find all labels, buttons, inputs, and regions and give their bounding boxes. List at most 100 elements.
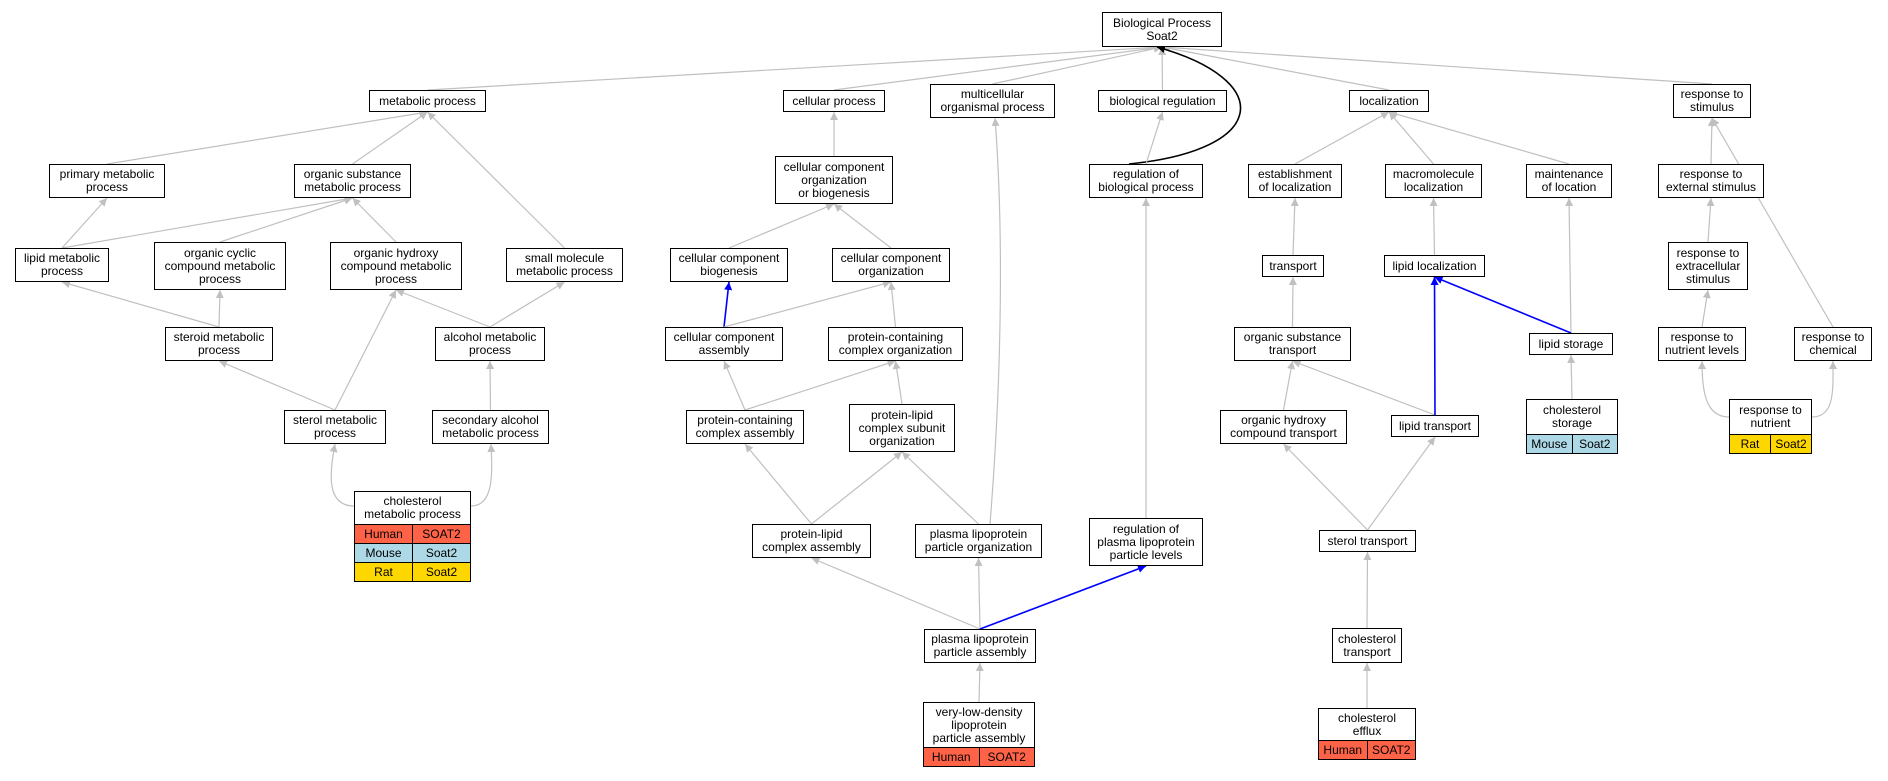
edge-response-extracellular-to-response-external (1706, 197, 1715, 243)
gene-symbol: Soat2 (412, 543, 471, 563)
edge-lipid-metabolic-to-primary-metabolic (61, 197, 108, 249)
edge-plp-organization-to-pl-subunit-org (901, 451, 979, 525)
go-term-label: very-low-density lipoprotein particle as… (932, 704, 1026, 745)
go-term-label: response to extracellular stimulus (1675, 245, 1741, 286)
edge-pl-complex-assembly-to-pl-subunit-org (811, 451, 903, 525)
edge-sterol-transport-to-organic-hydroxy-transport (1283, 443, 1368, 531)
edge-establishment-loc-to-localization (1294, 111, 1390, 165)
go-term-label: lipid metabolic process (23, 251, 101, 278)
edge-pl-complex-assembly-to-pc-complex-assembly (744, 443, 812, 525)
go-term-label: multicellular organismal process (940, 87, 1045, 114)
edge-cholesterol-storage-to-lipid-storage (1567, 354, 1576, 400)
go-term-vldl-assembly: very-low-density lipoprotein particle as… (923, 702, 1035, 748)
edge-cholesterol-metabolic-to-secondary-alcohol (470, 443, 496, 507)
go-term-label: localization (1359, 93, 1419, 108)
edge-lipid-storage-to-maintenance-loc (1565, 197, 1574, 334)
edge-plp-organization-to-multicellular (989, 117, 1002, 525)
species-name: Human (1318, 740, 1368, 760)
go-term-label: regulation of biological process (1098, 167, 1194, 194)
go-term-sterol-transport: sterol transport (1319, 530, 1416, 552)
go-term-label: small molecule metabolic process (516, 251, 613, 278)
edge-plp-assembly-to-reg-plasma-lp (979, 565, 1147, 630)
edge-localization-to-bp (1161, 44, 1390, 91)
go-term-label: lipid localization (1392, 258, 1477, 273)
gene-symbol: SOAT2 (412, 524, 471, 544)
edge-cellular-to-bp (833, 44, 1163, 91)
go-term-label: establishment of localization (1257, 167, 1333, 194)
go-term-label: transport (1269, 258, 1317, 273)
edge-vldl-assembly-to-plp-assembly (975, 662, 984, 703)
edge-cc-assembly-to-cc-biogenesis (723, 281, 733, 328)
go-term-pc-complex-org: protein-containing complex organization (828, 327, 963, 361)
edge-response-nutrient-to-response-chemical (1811, 360, 1838, 418)
go-term-response-nutrient-levels: response to nutrient levels (1658, 327, 1746, 361)
go-term-bp: Biological Process Soat2 (1102, 12, 1222, 47)
go-term-label: response to nutrient (1739, 403, 1802, 430)
edge-cc-organization-to-ccobiogenesis (833, 203, 892, 249)
edge-sterol-transport-to-lipid-transport (1367, 436, 1436, 531)
go-term-label: cellular component organization (840, 251, 942, 278)
edge-multicellular-to-bp (992, 44, 1163, 85)
go-term-lipid-transport: lipid transport (1391, 415, 1479, 437)
go-term-alcohol-metabolic: alcohol metabolic process (435, 327, 545, 361)
go-term-label: response to stimulus (1680, 87, 1744, 114)
gene-symbol: SOAT2 (978, 747, 1035, 767)
go-term-label: sterol metabolic process (292, 413, 378, 440)
edge-transport-to-establishment-loc (1290, 197, 1299, 256)
go-term-pl-subunit-org: protein-lipid complex subunit organizati… (849, 404, 955, 452)
edge-lipid-metabolic-to-organic-substance-metabolic (61, 195, 353, 249)
go-term-label: lipid transport (1398, 418, 1472, 433)
go-term-cellular: cellular process (783, 90, 885, 112)
go-term-label: response to external stimulus (1665, 167, 1757, 194)
go-term-label: cholesterol efflux (1337, 710, 1397, 738)
go-term-label: protein-lipid complex assembly (762, 527, 861, 554)
edge-reg-bio-to-bp (1128, 45, 1242, 165)
go-term-label: protein-lipid complex subunit organizati… (858, 407, 946, 448)
species-name: Rat (354, 562, 413, 582)
go-term-cholesterol-storage: cholesterol storage (1526, 399, 1618, 435)
go-term-establishment-loc: establishment of localization (1248, 164, 1342, 198)
go-term-lipid-metabolic: lipid metabolic process (15, 248, 109, 282)
go-term-lipid-localization: lipid localization (1384, 255, 1485, 277)
go-term-label: protein-containing complex organization (838, 330, 953, 357)
go-term-reg-plasma-lp: regulation of plasma lipoprotein particl… (1089, 518, 1203, 566)
go-term-label: alcohol metabolic process (443, 330, 537, 357)
go-term-macromolecule-loc: macromolecule localization (1385, 164, 1482, 198)
go-term-label: organic substance transport (1243, 330, 1342, 357)
edge-maintenance-loc-to-localization (1388, 110, 1570, 165)
go-term-label: cholesterol storage (1542, 403, 1602, 430)
go-term-localization: localization (1349, 90, 1429, 112)
edge-organic-substance-metabolic-to-metabolic (352, 111, 428, 165)
edge-macromolecule-loc-to-localization (1388, 111, 1434, 165)
edge-steroid-metabolic-to-organic-cyclic (215, 289, 224, 328)
go-term-response-chemical: response to chemical (1794, 327, 1872, 361)
edge-organic-substance-transport-to-transport (1288, 276, 1297, 328)
go-term-label: steroid metabolic process (173, 330, 265, 357)
go-term-label: maintenance of location (1534, 167, 1604, 194)
edge-cc-assembly-to-cc-organization (723, 280, 892, 328)
go-term-label: Biological Process Soat2 (1112, 15, 1212, 43)
edge-organic-hydroxy-transport-to-organic-substance-transport (1282, 360, 1295, 411)
go-term-plp-organization: plasma lipoprotein particle organization (915, 524, 1042, 558)
go-term-bioreg: biological regulation (1098, 90, 1227, 112)
go-term-cholesterol-transport: cholesterol transport (1332, 628, 1402, 663)
edge-steroid-metabolic-to-lipid-metabolic (61, 280, 220, 328)
go-term-label: cellular component assembly (673, 330, 775, 357)
gene-symbol: Soat2 (412, 562, 471, 582)
go-term-organic-substance-metabolic: organic substance metabolic process (294, 164, 411, 198)
edge-response-stimulus-to-bp (1161, 43, 1713, 85)
edge-lipid-transport-to-organic-substance-transport (1292, 360, 1436, 416)
edge-sterol-metabolic-to-organic-hydroxy-metabolic (334, 289, 397, 411)
gene-symbol: Soat2 (1770, 434, 1812, 454)
edge-reg-bio-to-bioreg (1145, 111, 1164, 165)
go-term-label: response to nutrient levels (1664, 330, 1740, 357)
go-term-organic-hydroxy-transport: organic hydroxy compound transport (1220, 410, 1347, 444)
